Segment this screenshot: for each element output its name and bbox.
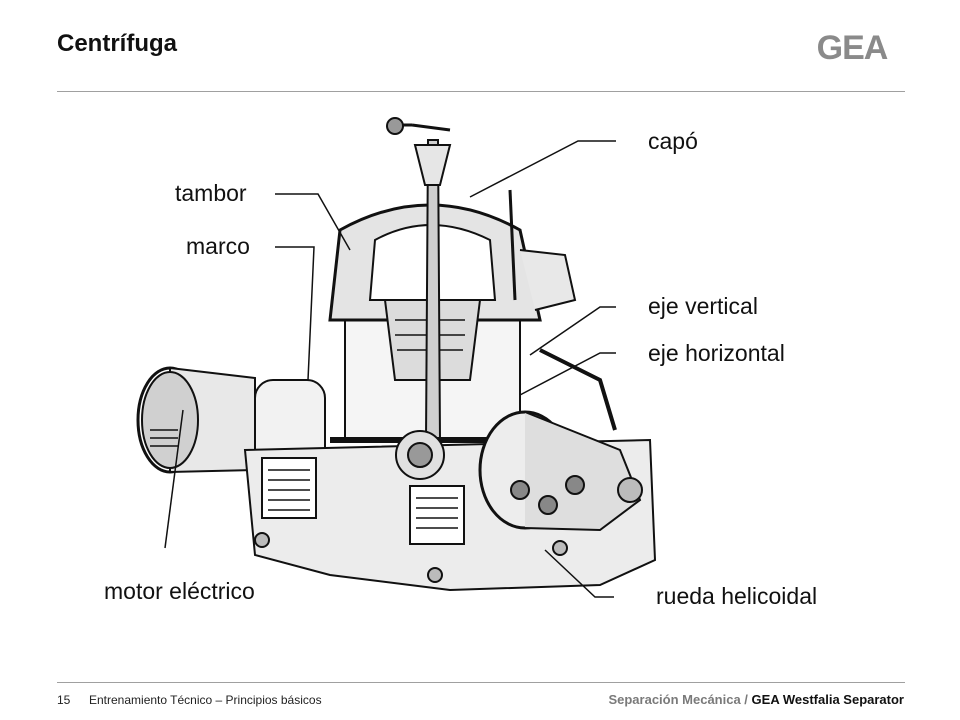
gea-logo-text: GEA: [817, 30, 888, 64]
outlet-pipe-shape: [508, 189, 617, 431]
course-name: Entrenamiento Técnico – Principios básic…: [89, 693, 322, 707]
leader-marco: [275, 246, 315, 381]
leader-eje-vertical: [529, 306, 616, 356]
label-rueda-helicoidal: rueda helicoidal: [656, 583, 818, 609]
leader-rueda: [544, 549, 614, 598]
footer-company: Separación Mecánica / GEA Westfalia Sepa…: [608, 692, 904, 707]
footer-divider: [57, 682, 905, 683]
label-eje-vertical: eje vertical: [648, 293, 758, 319]
label-marco: marco: [186, 233, 250, 259]
label-motor-electrico: motor eléctrico: [104, 578, 255, 604]
slide-title: Centrífuga: [57, 30, 177, 57]
leader-tambor: [275, 193, 351, 251]
worm-wheel-housing-shape: [478, 410, 643, 532]
footer-company-name: GEA Westfalia Separator: [751, 692, 904, 707]
label-eje-horizontal: eje horizontal: [648, 340, 785, 366]
label-tambor: tambor: [175, 180, 247, 206]
page-number: 15: [57, 693, 71, 707]
footer-section: Separación Mecánica /: [608, 692, 748, 707]
leader-lines: [164, 140, 616, 598]
leader-capo: [469, 140, 616, 198]
gea-logo: GEA: [817, 30, 889, 64]
label-capo: capó: [648, 128, 698, 154]
leader-motor: [164, 409, 184, 549]
header-divider: [57, 91, 905, 92]
leader-eje-horizontal: [519, 352, 616, 396]
electric-motor-shape: [136, 366, 326, 474]
